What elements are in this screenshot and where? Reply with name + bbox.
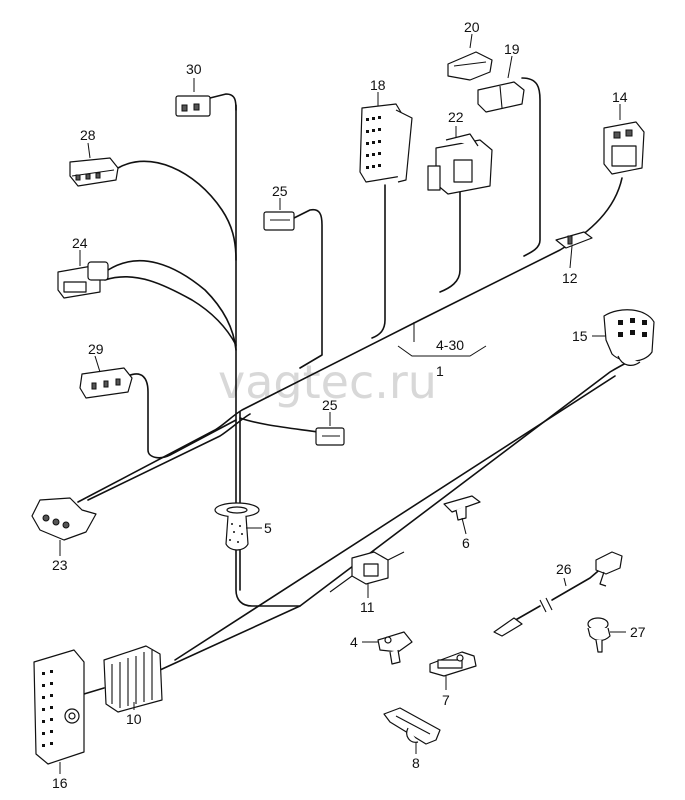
label-7: 7 [442, 692, 450, 708]
wire-to-25-top [289, 208, 323, 369]
label-8: 8 [412, 755, 420, 771]
label-23: 23 [52, 557, 68, 573]
part-8-clip[interactable] [383, 707, 441, 745]
wire-to-25-low [239, 417, 319, 433]
part-25-connector-low[interactable] [315, 427, 345, 446]
label-18: 18 [370, 77, 386, 93]
part-5-grommet[interactable] [214, 502, 260, 551]
label-12: 12 [562, 270, 578, 286]
wire-to-30 [209, 93, 237, 111]
label-16: 16 [52, 775, 68, 791]
part-16-connector[interactable] [33, 649, 85, 765]
label-19: 19 [504, 41, 520, 57]
wire-to-22 [439, 189, 461, 293]
label-20: 20 [464, 19, 480, 35]
part-11-holder[interactable] [329, 551, 405, 593]
part-labels: 30 28 25 24 29 23 25 18 20 19 22 14 12 1… [52, 19, 646, 791]
label-25-low: 25 [322, 397, 338, 413]
label-29: 29 [88, 341, 104, 357]
part-18-connector[interactable] [359, 103, 413, 183]
part-6-clip[interactable] [443, 495, 481, 521]
part-19-connector[interactable] [477, 81, 525, 113]
wire-to-15-b [174, 375, 616, 661]
wire-vertical-spine [235, 104, 301, 607]
wire-to-29 [127, 373, 237, 459]
wire-to-28 [117, 160, 237, 261]
part-14-connector[interactable] [603, 121, 645, 175]
label-25-top: 25 [272, 183, 288, 199]
part-12-clip[interactable] [555, 231, 593, 249]
label-22: 22 [448, 109, 464, 125]
part-25-connector-top[interactable] [263, 211, 295, 231]
label-24: 24 [72, 235, 88, 251]
leader-lines [59, 33, 626, 774]
part-27-bolt[interactable] [587, 617, 611, 653]
part-20-clip[interactable] [447, 51, 493, 81]
label-4: 4 [350, 634, 358, 650]
label-30: 30 [186, 61, 202, 77]
wire-main-trunk [77, 177, 623, 503]
part-24-connector[interactable] [57, 261, 109, 299]
part-10-boot[interactable] [83, 645, 163, 713]
label-6: 6 [462, 535, 470, 551]
wire-to-24b [104, 276, 237, 346]
label-5: 5 [264, 520, 272, 536]
wire-to-19 [521, 77, 541, 257]
part-4-bracket[interactable] [377, 631, 413, 665]
label-14: 14 [612, 89, 628, 105]
label-11: 11 [360, 599, 375, 615]
part-30-connector[interactable] [175, 95, 211, 117]
wire-trunk-parallel [87, 413, 251, 501]
part-29-connector[interactable] [79, 367, 133, 399]
part-22-connector[interactable] [427, 133, 493, 195]
part-23-connector[interactable] [31, 497, 97, 541]
watermark-text: vagtec.ru [218, 355, 437, 409]
part-15-connector[interactable] [603, 309, 655, 366]
label-27: 27 [630, 624, 646, 640]
part-7-bracket[interactable] [429, 651, 477, 677]
label-1: 1 [436, 363, 444, 379]
wire-to-24 [107, 260, 237, 351]
label-26: 26 [556, 561, 572, 577]
label-10: 10 [126, 711, 142, 727]
label-15: 15 [572, 328, 588, 344]
label-4-30: 4-30 [436, 337, 464, 353]
wire-to-18 [371, 184, 386, 339]
part-28-connector[interactable] [69, 157, 119, 187]
label-28: 28 [80, 127, 96, 143]
part-26-sensor-cable[interactable] [493, 551, 623, 637]
harness-wires [77, 77, 633, 671]
